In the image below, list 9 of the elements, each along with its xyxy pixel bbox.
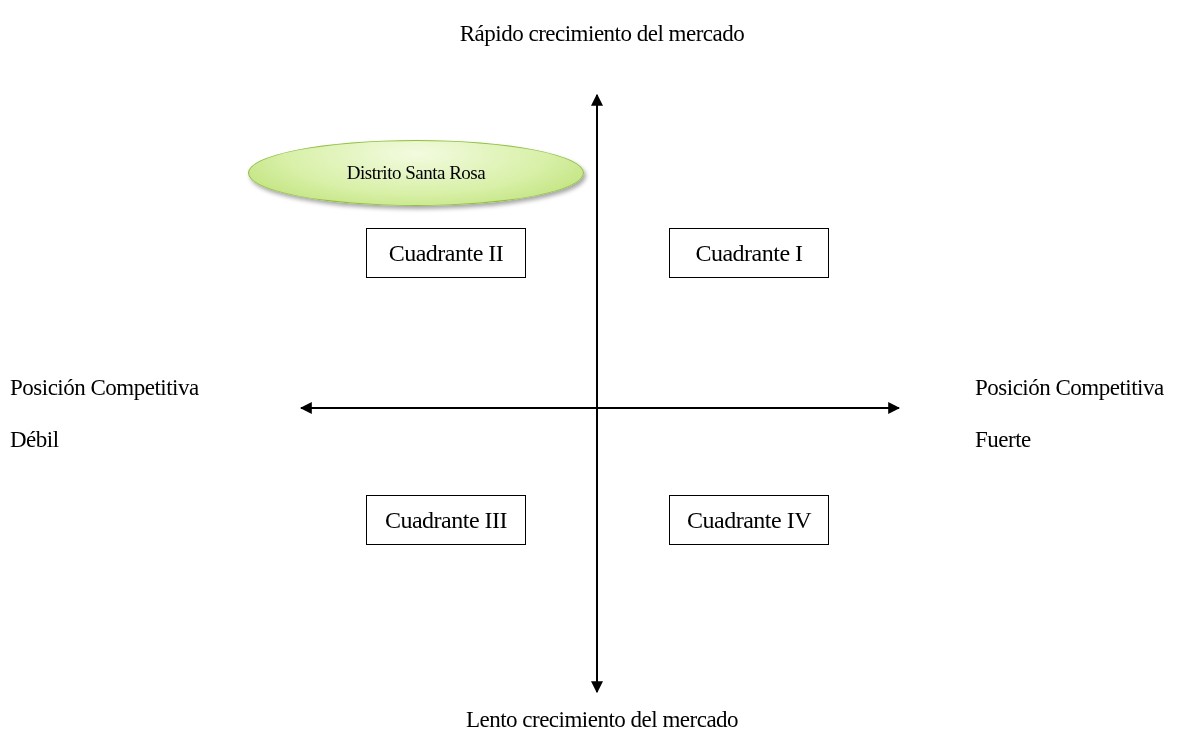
axis-label: Lento crecimiento del mercado — [464, 706, 740, 734]
district-ellipse: Distrito Santa Rosa — [248, 140, 584, 206]
axis-label: Posición Competitiva Débil — [10, 374, 200, 454]
quadrant-box: Cuadrante IV — [669, 495, 829, 545]
quadrant-box: Cuadrante III — [366, 495, 526, 545]
axis-label: Posición Competitiva Fuerte — [975, 374, 1165, 454]
axis-label: Rápido crecimiento del mercado — [458, 20, 746, 48]
quadrant-box: Cuadrante II — [366, 228, 526, 278]
quadrant-box: Cuadrante I — [669, 228, 829, 278]
